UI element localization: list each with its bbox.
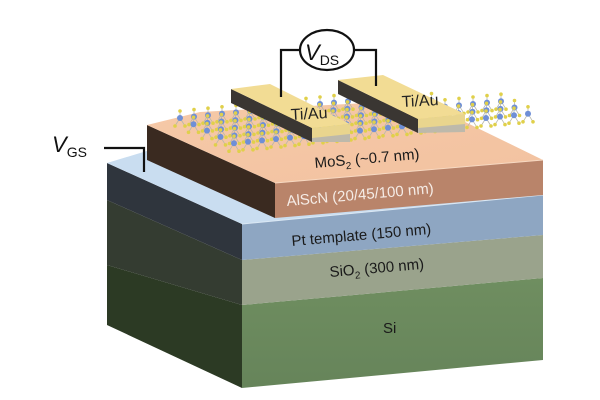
sio2-label: SiO2 (300 nm) (329, 256, 425, 284)
vds-wire-left (279, 48, 300, 97)
si-front-face (242, 278, 543, 388)
electrode-left-label: Ti/Au (290, 105, 328, 124)
sio2-front-face (242, 235, 543, 305)
alscn-edge (274, 159, 544, 184)
vds-circuit (279, 28, 378, 97)
electrode-right (338, 75, 465, 133)
vgs-wire (104, 146, 146, 172)
pt-side-face (107, 163, 242, 260)
electrode-left (231, 84, 350, 142)
alscn-side-face (147, 125, 275, 218)
mos2-label: MoS2 (~0.7 nm) (314, 146, 421, 175)
si-label: Si (383, 320, 396, 337)
vds-wire-right (354, 48, 378, 86)
vgs-circuit (104, 146, 146, 172)
electrode-right-label: Ti/Au (401, 92, 439, 111)
pt-front-face (242, 195, 543, 260)
vds-label: VDS (305, 40, 339, 68)
si-side-face (107, 265, 242, 388)
vds-source-symbol (298, 28, 356, 72)
pt-edge (241, 194, 544, 225)
alscn-front-face (275, 160, 543, 218)
sio2-side-face (107, 200, 242, 305)
vgs-label: VGS (52, 132, 87, 160)
